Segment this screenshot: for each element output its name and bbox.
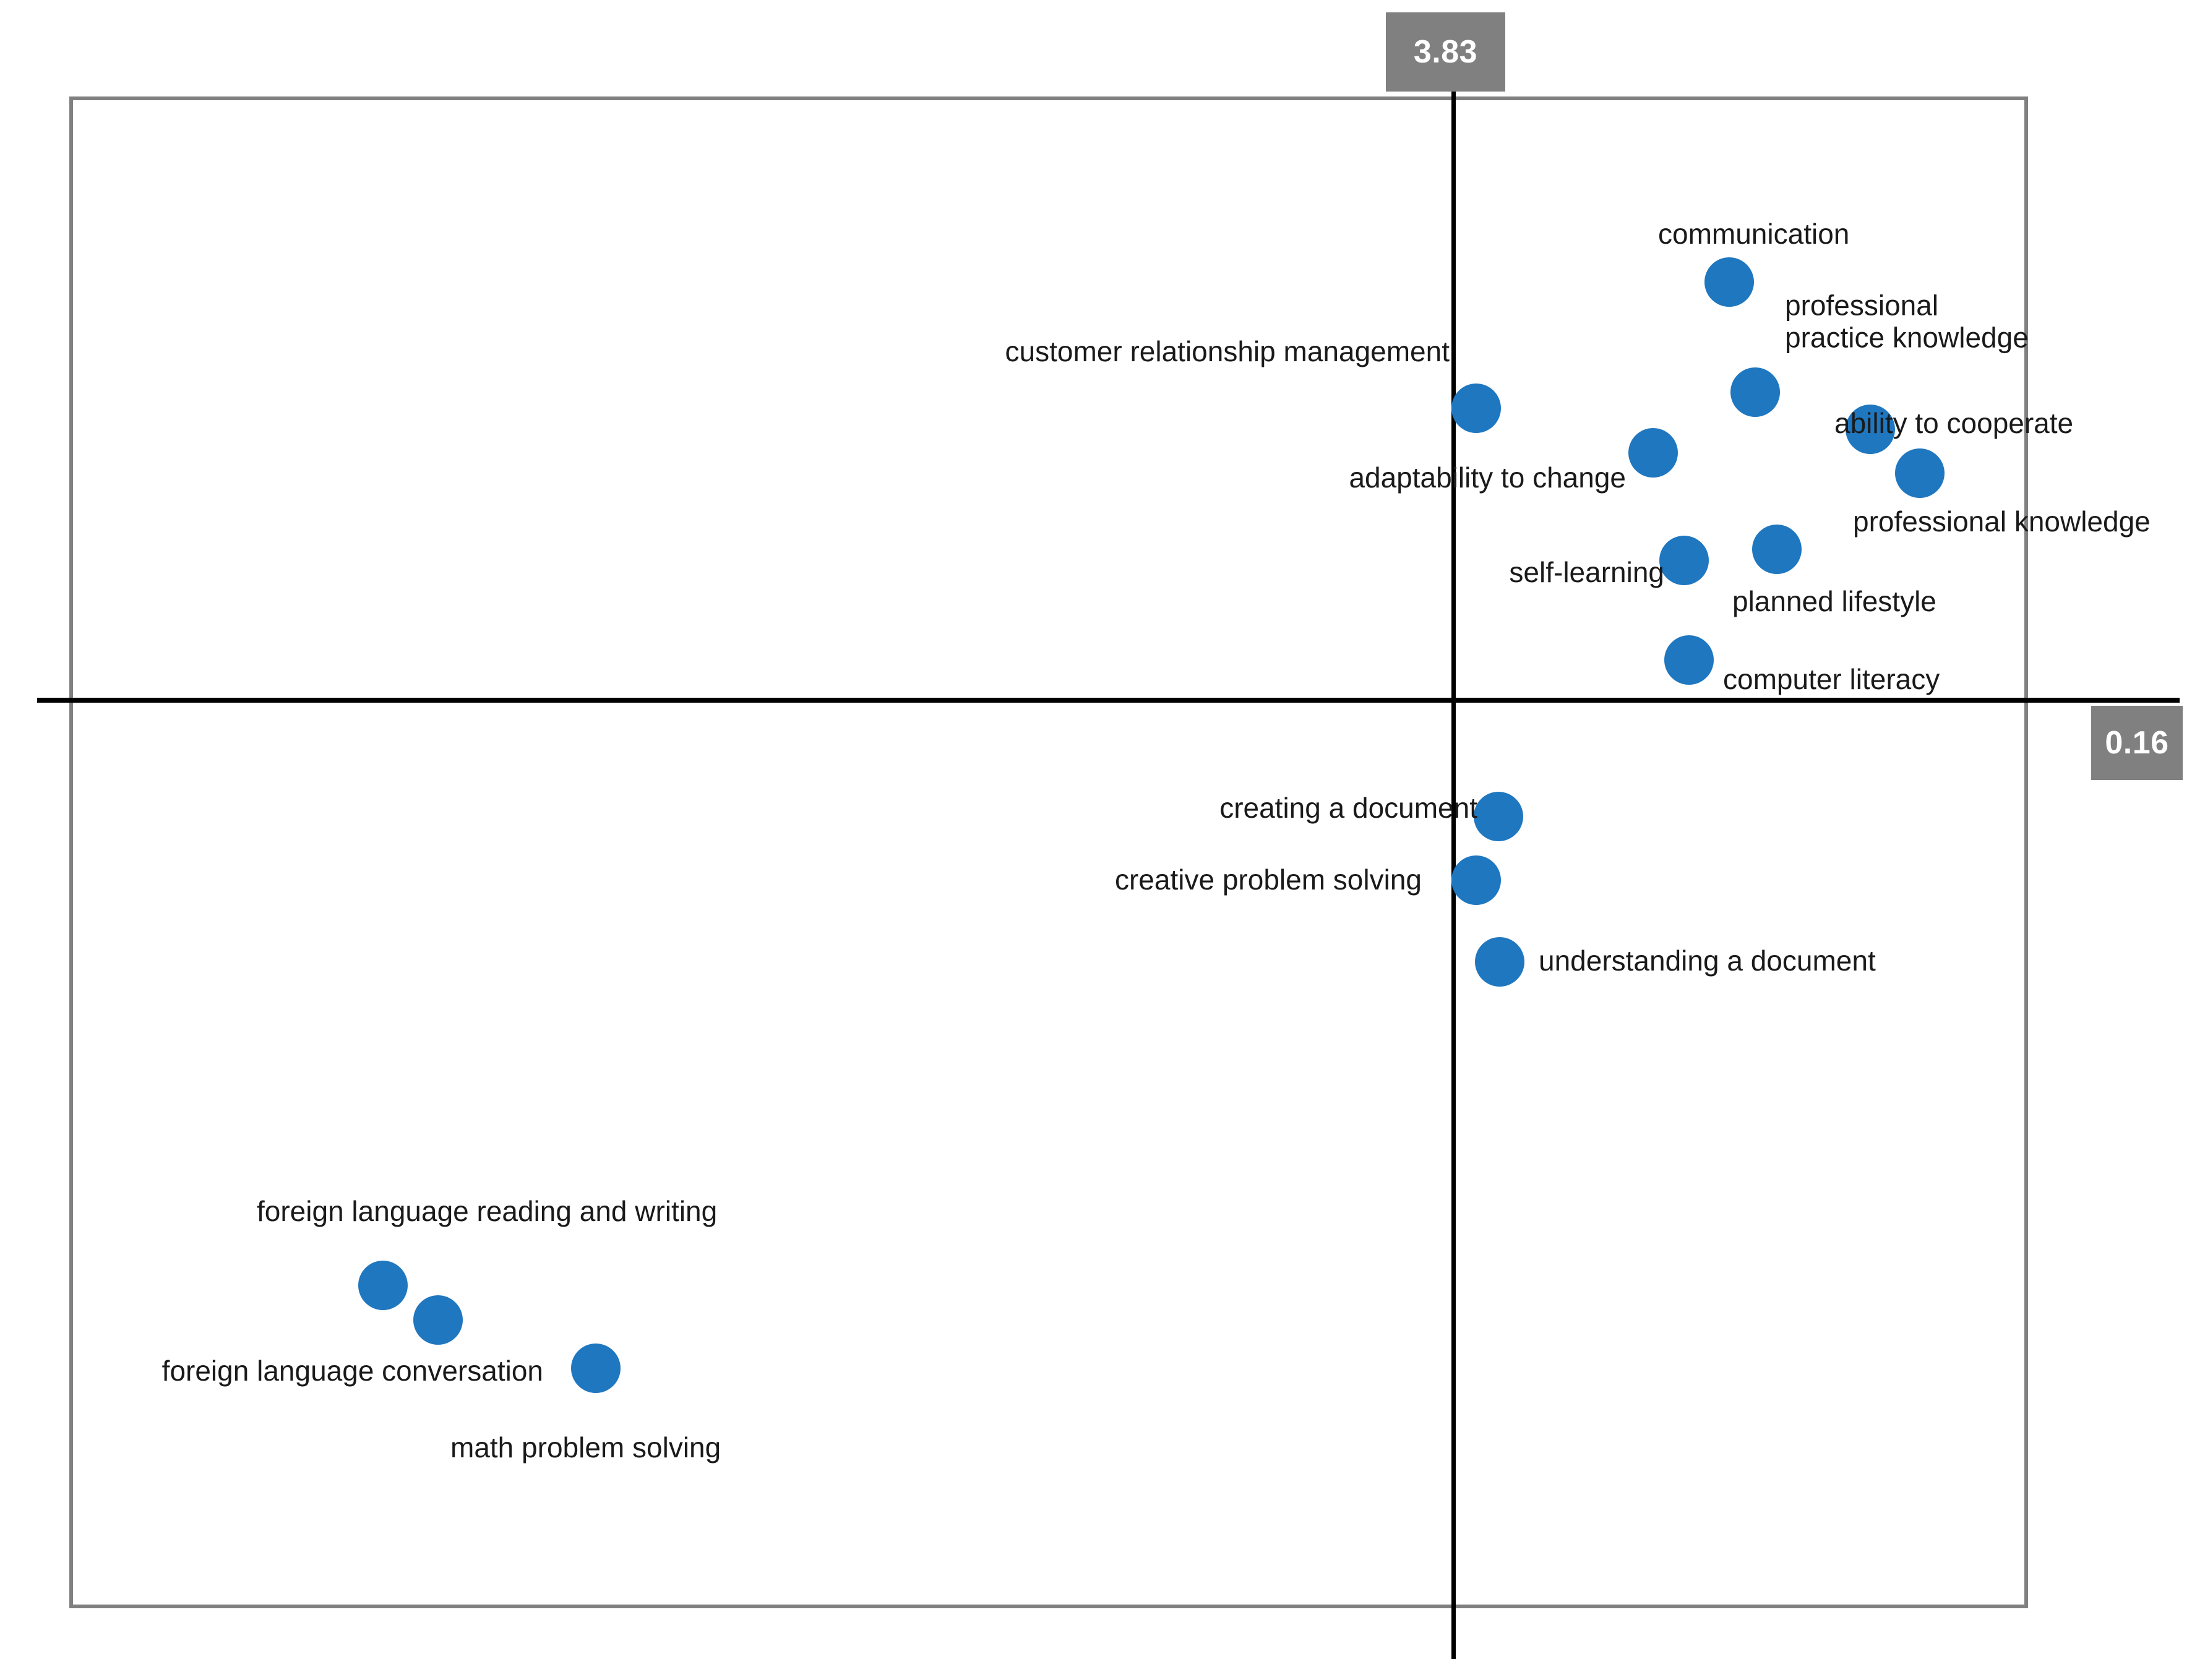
data-point-label: communication	[1658, 218, 1849, 250]
data-point[interactable]	[358, 1261, 408, 1310]
data-point-label-line: math problem solving	[450, 1431, 721, 1464]
data-point[interactable]	[1846, 405, 1895, 454]
x-mean-value-badge: 3.83	[1386, 12, 1505, 92]
data-point-label: understanding a document	[1539, 945, 1876, 977]
data-point-label-line: practice knowledge	[1785, 322, 2029, 354]
data-point-label-line: customer relationship management	[1005, 335, 1450, 367]
data-point-label: math problem solving	[450, 1431, 721, 1464]
data-point-label: planned lifestyle	[1732, 585, 1936, 617]
data-point-label: creating a document	[1219, 792, 1477, 824]
data-point-label: professional knowledge	[1853, 505, 2151, 538]
data-point[interactable]	[1730, 367, 1780, 417]
data-point-label-line: professional knowledge	[1853, 505, 2151, 538]
data-point[interactable]	[1752, 525, 1802, 574]
x-mean-reference-line	[1451, 27, 1456, 1659]
data-point-label-line: planned lifestyle	[1732, 585, 1936, 617]
data-point-label-line: foreign language conversation	[161, 1354, 543, 1387]
data-point[interactable]	[571, 1344, 621, 1393]
plot-area-frame	[69, 96, 2028, 1608]
data-point[interactable]	[1664, 635, 1714, 685]
data-point[interactable]	[1475, 937, 1524, 987]
data-point[interactable]	[1704, 257, 1754, 307]
data-point-label-line: ability to cooperate	[1834, 406, 2074, 439]
data-point-label: self-learning	[1509, 556, 1664, 588]
data-point-label-line: adaptability to change	[1349, 461, 1626, 494]
data-point-label-line: professional	[1785, 289, 1939, 322]
data-point-label: foreign language reading and writing	[257, 1195, 717, 1227]
data-point[interactable]	[1451, 384, 1501, 433]
data-point[interactable]	[413, 1295, 463, 1345]
y-mean-value-badge: 0.16	[2091, 706, 2183, 780]
data-point-label-line: computer literacy	[1723, 662, 1940, 695]
data-point-label: foreign language conversation	[162, 1355, 543, 1387]
data-point[interactable]	[1451, 855, 1501, 905]
data-point-label-line: communication	[1658, 217, 1850, 250]
data-point-label: ability to cooperate	[1834, 407, 2073, 439]
data-point-label: customer relationship management	[1005, 335, 1450, 367]
data-point-label-line: creative problem solving	[1114, 863, 1422, 896]
data-point-label-line: foreign language reading and writing	[257, 1194, 718, 1227]
data-point-label-line: understanding a document	[1539, 944, 1876, 977]
data-point-label-line: creating a document	[1219, 791, 1477, 824]
data-point[interactable]	[1474, 792, 1523, 841]
data-point-label: creative problem solving	[1115, 864, 1422, 896]
y-mean-reference-line	[37, 698, 2180, 703]
data-point[interactable]	[1659, 536, 1709, 585]
data-point[interactable]	[1895, 448, 1945, 498]
data-point-label-line: self-learning	[1509, 555, 1664, 588]
data-point-label: computer literacy	[1723, 663, 1940, 695]
data-point[interactable]	[1628, 428, 1678, 478]
data-point-label: adaptability to change	[1349, 461, 1626, 494]
